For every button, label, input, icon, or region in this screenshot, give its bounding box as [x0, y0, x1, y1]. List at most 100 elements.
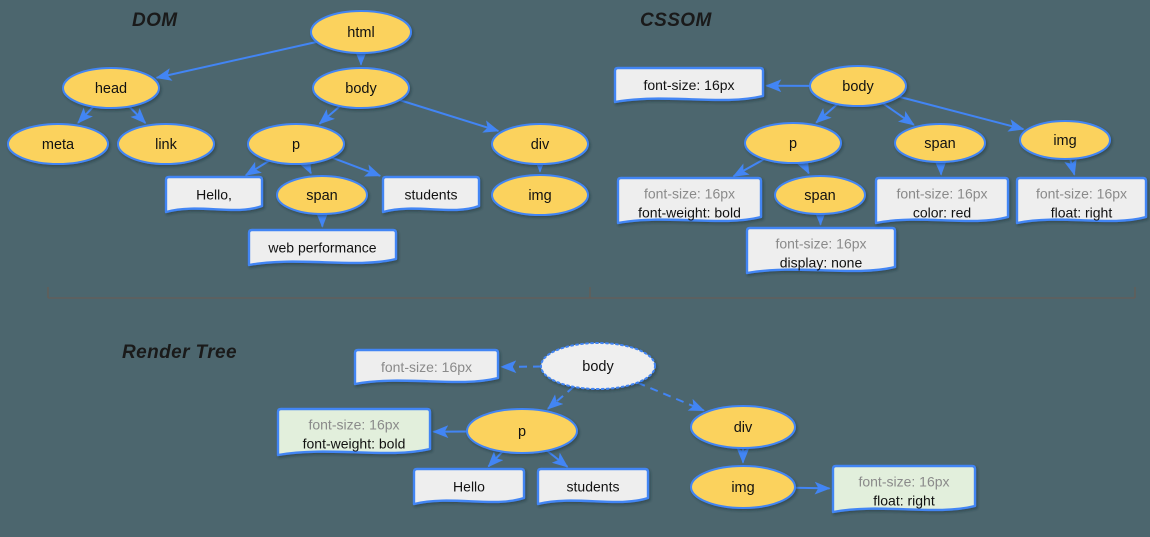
tree-node-div[interactable]: div — [690, 405, 796, 449]
tree-node-span[interactable]: span — [276, 175, 368, 215]
edge-r-img-to-rb-img — [794, 481, 831, 495]
node-ellipse — [276, 175, 368, 215]
node-ellipse — [774, 175, 866, 215]
box-line-inherited: font-size: 16px — [775, 236, 866, 252]
edge-c-body-to-c-p — [815, 103, 839, 124]
node-ellipse — [310, 10, 412, 54]
property-box[interactable]: font-size: 16px display: none — [745, 226, 897, 275]
node-label: div — [531, 137, 550, 153]
tree-node-html[interactable]: html — [310, 10, 412, 54]
tree-node-img[interactable]: img — [491, 174, 589, 216]
edge-body-to-div — [399, 99, 500, 133]
box-line-declared: students — [405, 187, 458, 203]
box-line-declared: color: red — [913, 205, 971, 221]
note-box-shape — [616, 176, 763, 225]
tree-node-head[interactable]: head — [62, 67, 160, 109]
node-label: link — [155, 137, 178, 153]
edge-r-body-to-r-p — [547, 386, 575, 410]
property-box[interactable]: web performance — [247, 228, 398, 267]
node-label: body — [345, 81, 377, 97]
tree-node-img[interactable]: img — [1019, 120, 1111, 160]
edge-c-p-to-c-span2 — [796, 157, 810, 175]
node-ellipse — [809, 65, 907, 107]
box-line-declared: web performance — [267, 240, 376, 256]
box-line-declared: font-size: 16px — [643, 77, 734, 93]
property-box[interactable]: Hello, — [164, 175, 264, 214]
node-label: head — [95, 81, 127, 97]
property-box[interactable]: font-size: 16px — [613, 66, 765, 104]
node-ellipse-ghost — [540, 342, 656, 390]
node-label: p — [292, 137, 300, 153]
tree-node-link[interactable]: link — [117, 123, 215, 165]
edge-layer — [77, 40, 1077, 495]
node-label: img — [528, 188, 551, 204]
note-box-shape — [381, 175, 481, 214]
node-ellipse — [744, 122, 842, 164]
tree-node-body[interactable]: body — [809, 65, 907, 107]
edge-html-to-head — [155, 40, 318, 81]
note-box-shape — [247, 228, 398, 267]
note-box-shape — [536, 467, 650, 506]
edge-head-to-meta — [77, 105, 95, 124]
tree-node-p[interactable]: p — [247, 123, 345, 165]
edge-r-p-to-rb-hello — [487, 450, 504, 468]
edge-c-img-to-cb-img — [1064, 158, 1077, 176]
box-line-inherited: font-size: 16px — [308, 417, 399, 433]
box-line-declared: Hello — [453, 479, 485, 495]
node-label: img — [731, 480, 754, 496]
edge-r-body-to-r-div — [637, 381, 705, 412]
tree-node-img[interactable]: img — [690, 465, 796, 509]
tree-node-div[interactable]: div — [491, 123, 589, 165]
note-box-shape — [353, 348, 500, 386]
node-label: div — [734, 420, 753, 436]
box-line-declared: students — [567, 479, 620, 495]
cssom-section-title: CSSOM — [640, 10, 712, 31]
dom-section-title: DOM — [132, 10, 178, 31]
tree-node-body[interactable]: body — [540, 342, 656, 390]
property-box[interactable]: Hello — [412, 467, 526, 506]
edge-c-body-to-c-img — [898, 95, 1025, 132]
edge-p-to-hello — [244, 159, 270, 177]
edge-p-to-students — [331, 156, 382, 177]
property-box[interactable]: students — [536, 467, 650, 506]
node-label: span — [924, 136, 955, 152]
tree-node-p[interactable]: p — [466, 408, 578, 454]
render-tree-section-title: Render Tree — [122, 342, 237, 363]
tree-node-meta[interactable]: meta — [7, 123, 109, 165]
node-ellipse — [117, 123, 215, 165]
note-box-shape — [831, 464, 977, 514]
node-label: body — [842, 79, 874, 95]
node-label: html — [347, 25, 374, 41]
box-line-inherited: font-size: 16px — [1036, 186, 1127, 202]
node-ellipse — [247, 123, 345, 165]
section-titles: DOM CSSOM Render Tree — [122, 10, 712, 363]
property-box[interactable]: students — [381, 175, 481, 214]
tree-node-body[interactable]: body — [312, 67, 410, 109]
edge-p-to-span — [298, 157, 312, 175]
tree-node-span[interactable]: span — [894, 123, 986, 163]
node-ellipse — [491, 123, 589, 165]
tree-node-p[interactable]: p — [744, 122, 842, 164]
note-box-shape — [276, 407, 432, 457]
edge-body-to-p — [318, 105, 341, 125]
box-line-inherited: font-size: 16px — [858, 474, 949, 490]
note-box-shape — [874, 176, 1010, 225]
tree-node-span[interactable]: span — [774, 175, 866, 215]
box-line-declared: display: none — [780, 255, 863, 271]
node-ellipse — [7, 123, 109, 165]
section-divider — [47, 287, 1136, 299]
node-ellipse — [1019, 120, 1111, 160]
property-box[interactable]: font-size: 16px — [353, 348, 500, 386]
node-ellipse — [690, 405, 796, 449]
note-box-shape — [1015, 176, 1148, 225]
node-ellipse — [62, 67, 160, 109]
node-label: p — [789, 136, 797, 152]
